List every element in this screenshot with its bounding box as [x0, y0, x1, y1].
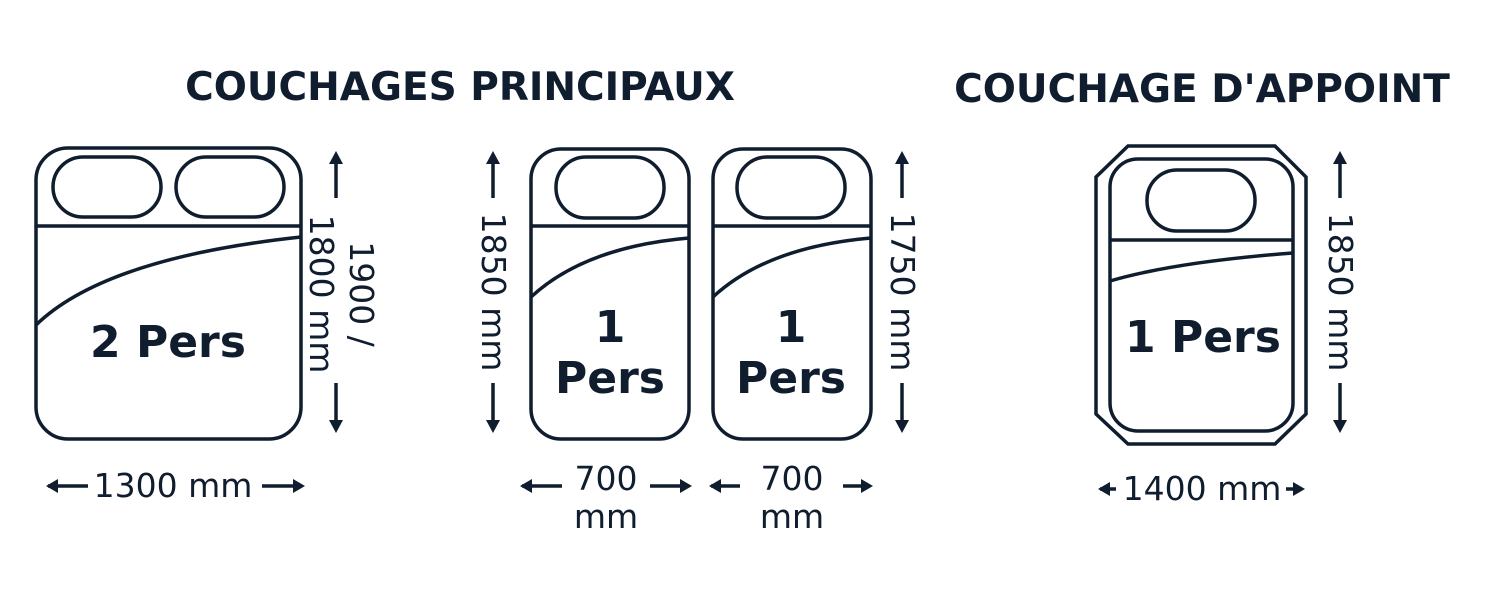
single-bed-right-label-line2: Pers — [736, 353, 846, 404]
single-bed-left-length-dimension: 1850 mm — [474, 151, 513, 433]
single-bed-left-blanket-fold — [529, 236, 690, 299]
single-bed-left-pillow — [554, 155, 666, 220]
arrowhead-left-icon — [709, 479, 721, 493]
single-bed-right: 1 Pers — [711, 147, 873, 441]
arrowhead-right-icon — [293, 479, 305, 493]
arrowhead-down-icon — [329, 420, 343, 433]
single-bed-left: 1 Pers — [529, 147, 691, 441]
double-bed-pillow-left — [51, 155, 163, 219]
arrowhead-down-icon — [486, 420, 500, 433]
extra-bed-outer-frame — [1094, 144, 1308, 446]
arrowhead-right-icon — [1293, 482, 1305, 496]
arrowhead-left-icon — [520, 479, 532, 493]
double-bed-length-dimension: 1900 / 1800 mm — [302, 151, 381, 433]
arrowhead-up-icon — [895, 151, 909, 164]
double-bed: 2 Pers — [34, 146, 303, 441]
double-bed-width-label: 1300 mm — [94, 466, 253, 505]
arrowhead-right-icon — [680, 479, 692, 493]
arrowhead-up-icon — [329, 151, 343, 164]
extra-bed: 1 Pers — [1094, 144, 1308, 446]
single-bed-left-width-dimension: 700 mm — [520, 459, 692, 536]
single-bed-left-label-line1: 1 — [595, 302, 626, 353]
single-bed-right-frame — [711, 147, 873, 441]
double-bed-pillow-right — [174, 155, 286, 219]
arrowhead-left-icon — [1098, 482, 1110, 496]
arrowhead-right-icon — [861, 479, 873, 493]
double-bed-width-dimension: 1300 mm — [46, 466, 305, 505]
single-bed-left-frame — [529, 147, 691, 441]
extra-bed-blanket-fold — [1109, 251, 1294, 283]
single-bed-right-width-label-line1: 700 — [761, 459, 824, 498]
single-bed-right-width-dimension: 700 mm — [709, 459, 873, 536]
extra-bed-length-dimension: 1850 mm — [1321, 151, 1360, 433]
arrowhead-up-icon — [486, 151, 500, 164]
double-bed-label: 2 Pers — [90, 317, 246, 368]
extra-bed-label: 1 Pers — [1125, 312, 1281, 363]
extra-bed-pillow — [1145, 168, 1257, 233]
double-bed-length-label-line1: 1900 / — [342, 241, 381, 347]
arrowhead-down-icon — [1333, 420, 1347, 433]
double-bed-frame — [34, 146, 303, 441]
extra-bed-length-label: 1850 mm — [1321, 213, 1360, 372]
single-bed-left-width-label-line1: 700 — [575, 459, 638, 498]
single-bed-right-length-dimension: 1750 mm — [883, 151, 922, 433]
single-bed-right-pillow — [735, 155, 847, 220]
extra-bed-width-dimension: 1400 mm — [1098, 469, 1305, 508]
double-bed-blanket-fold — [34, 235, 302, 327]
heading-main-beds: COUCHAGES PRINCIPAUX — [185, 65, 735, 110]
single-bed-right-label-line1: 1 — [776, 302, 807, 353]
arrowhead-up-icon — [1333, 151, 1347, 164]
single-bed-right-length-label: 1750 mm — [883, 213, 922, 372]
single-bed-left-length-label: 1850 mm — [474, 213, 513, 372]
single-bed-left-label-line2: Pers — [555, 353, 665, 404]
extra-bed-width-label: 1400 mm — [1123, 469, 1282, 508]
double-bed-length-label-line2: 1800 mm — [302, 215, 341, 374]
single-bed-left-width-label-line2: mm — [574, 497, 638, 536]
extra-bed-mattress — [1108, 157, 1295, 433]
arrowhead-left-icon — [46, 479, 58, 493]
single-bed-right-blanket-fold — [711, 236, 872, 299]
arrowhead-down-icon — [895, 420, 909, 433]
single-bed-right-width-label-line2: mm — [760, 497, 824, 536]
heading-extra-bed: COUCHAGE D'APPOINT — [954, 67, 1450, 112]
